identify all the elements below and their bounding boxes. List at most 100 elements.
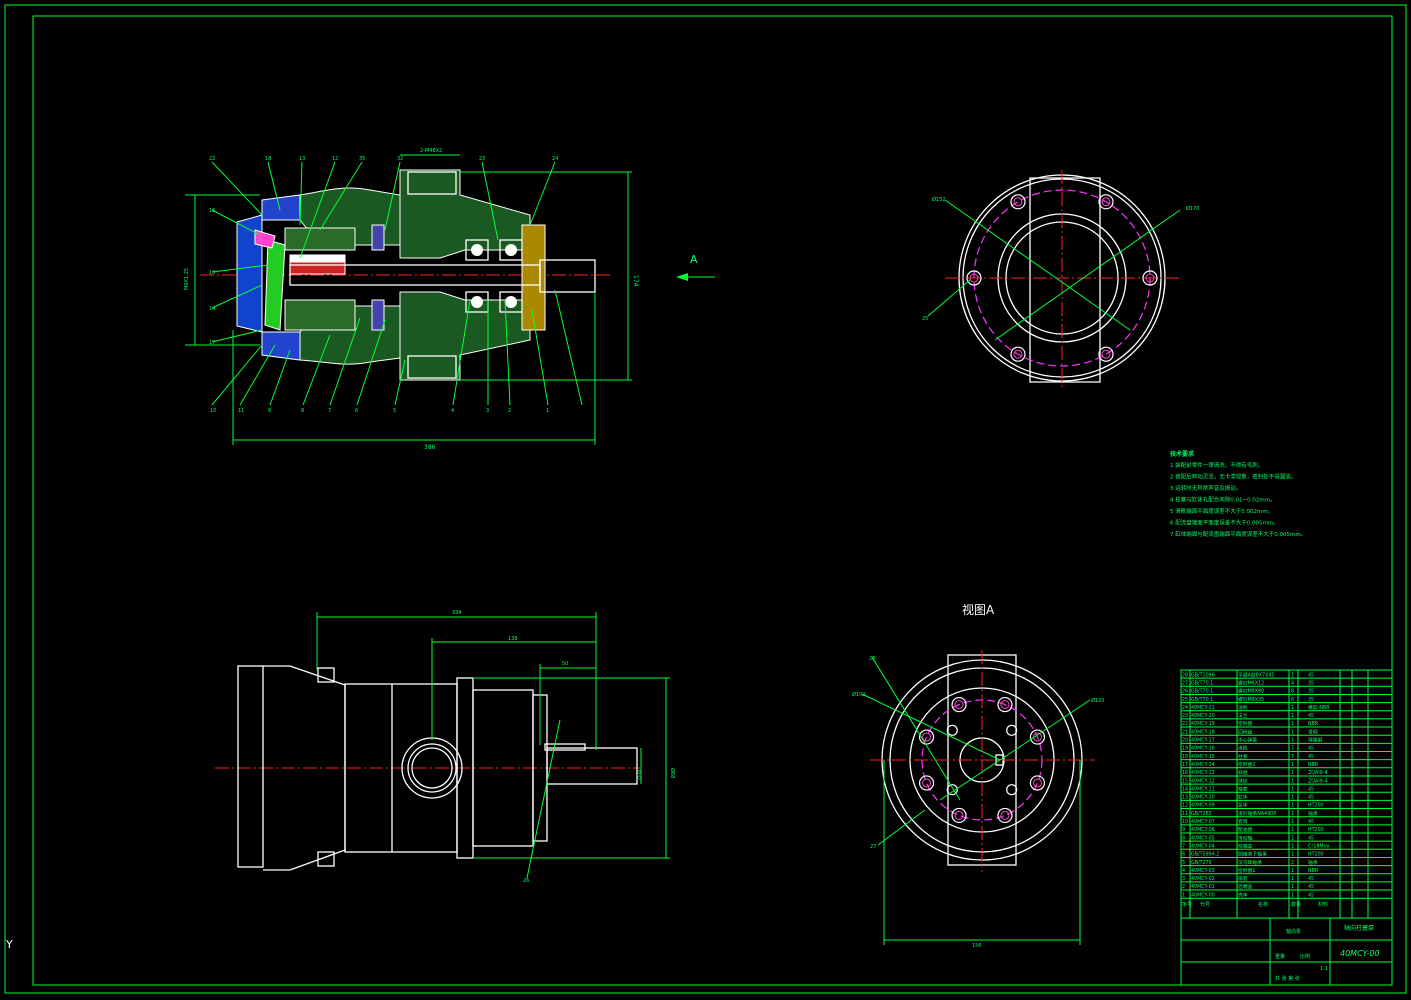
end-view-bolt-holes [966,194,1158,362]
parts-cell: 7 [1182,843,1185,849]
parts-cell: 40MCY-05 [1191,835,1215,841]
balloon-label: 18 [265,156,271,162]
balloon-label: 24 [552,156,558,162]
balloon-label: 3 [486,408,489,414]
parts-cell: 平键A型8X7X45 [1238,671,1274,678]
parts-cell: 螺钉M8X80 [1238,688,1264,695]
balloon-label: 9 [268,408,271,414]
front-balloon: 26 [523,878,529,884]
balloon-label: 35 [359,156,365,162]
tech-req-title: 技术要求 [1170,450,1195,458]
parts-cell: 密封圈2 [1238,761,1255,768]
parts-cell: 前端盖 [1238,842,1253,849]
parts-cell: 1 [1291,786,1294,792]
parts-cell: 隔套 [1238,875,1248,882]
parts-cell: GB/T70.1 [1191,697,1213,703]
parts-cell: 6 [1182,852,1185,858]
parts-cell: 9 [1182,827,1185,833]
view-a-label-d: 27 [870,844,876,850]
title-weight: 重量 [1275,953,1285,960]
parts-cell: 40MCY-07 [1191,819,1215,825]
parts-cell: 40MCY-09 [1191,803,1215,809]
parts-cell: 回程盘 [1238,728,1253,735]
parts-cell: 螺钉M6X12 [1238,679,1264,686]
parts-cell: 斜盘 [1238,769,1248,776]
parts-cell: 1 [1291,770,1294,776]
view-a-title: 视图A [962,602,995,617]
section-view: 386 M6X1.25 174 2-M48X2 [184,148,715,451]
parts-cell: 22 [1182,721,1188,727]
parts-cell: 轴承 [1308,810,1318,817]
parts-header-cell: 名称 [1258,901,1268,908]
front-dim-d32: Ø32 [635,770,642,780]
parts-cell: 14 [1182,786,1188,792]
parts-cell: 40MCY-11 [1191,786,1215,792]
bolt-hole [918,775,935,791]
parts-cell: 40MCY-13 [1191,770,1215,776]
outer-border [4,4,1407,994]
parts-cell: HT200 [1308,803,1324,809]
parts-cell: 柱塞 [1238,753,1248,760]
bolt-hole [1010,194,1026,210]
parts-cell: 1 [1291,729,1294,735]
bolt-hole [1006,784,1018,796]
parts-cell: 15 [1182,778,1188,784]
dim-left-height: M6X1.25 [184,268,190,290]
parts-cell: 1 [1291,803,1294,809]
end-view: Ø152 Ø170 25 [922,170,1199,390]
end-outer-label: Ø170 [1186,205,1199,212]
parts-cell: 7 [1291,746,1294,752]
balloon-label: 22 [209,156,215,162]
front-dim-138: 138 [508,636,518,642]
balloon-label: 13 [299,156,305,162]
parts-cell: 密封圈 [1238,720,1253,727]
parts-cell: 16 [1182,770,1188,776]
view-a-label-a: 28 [869,656,875,662]
front-dim-d68: Ø68 [669,768,676,778]
parts-cell: 45 [1308,884,1314,890]
parts-cell: 35 [1308,689,1314,695]
title-company: 轴向泵 [1286,928,1301,935]
parts-cell: 8 [1291,689,1294,695]
parts-cell: ZQAl9-4 [1308,778,1328,784]
parts-cell: 35 [1308,697,1314,703]
parts-cell: 1 [1291,892,1294,898]
front-dim-334: 334 [452,610,462,616]
parts-cell: ZQAl9-4 [1308,770,1328,776]
bolt-hole [951,807,967,824]
parts-cell: 1 [1291,713,1294,719]
parts-cell: 40MCY-06 [1191,827,1215,833]
tech-req-item: 7 缸体端面与配流盘端面平面度误差不大于0.005mm。 [1170,530,1306,538]
parts-cell: 螺钉M8X35 [1238,696,1264,703]
parts-header-cell: 序号 [1182,901,1192,908]
balloon-label: 11 [238,408,244,414]
parts-cell: 2 [1182,884,1185,890]
parts-cell: 圆锥滚子轴承 [1238,851,1267,858]
parts-cell: 17 [1182,762,1188,768]
parts-cell: 配油盘 [1238,826,1253,833]
parts-cell: 1 [1291,705,1294,711]
parts-cell: Cr18Mov [1308,843,1329,849]
bolt-hole [966,270,982,286]
parts-cell: 40MCY-04 [1191,843,1215,849]
parts-cell: 1 [1182,892,1185,898]
bolt-hole [918,729,935,745]
parts-cell: 1 [1291,721,1294,727]
parts-cell: 45 [1308,876,1314,882]
bolt-hole [1010,346,1026,362]
